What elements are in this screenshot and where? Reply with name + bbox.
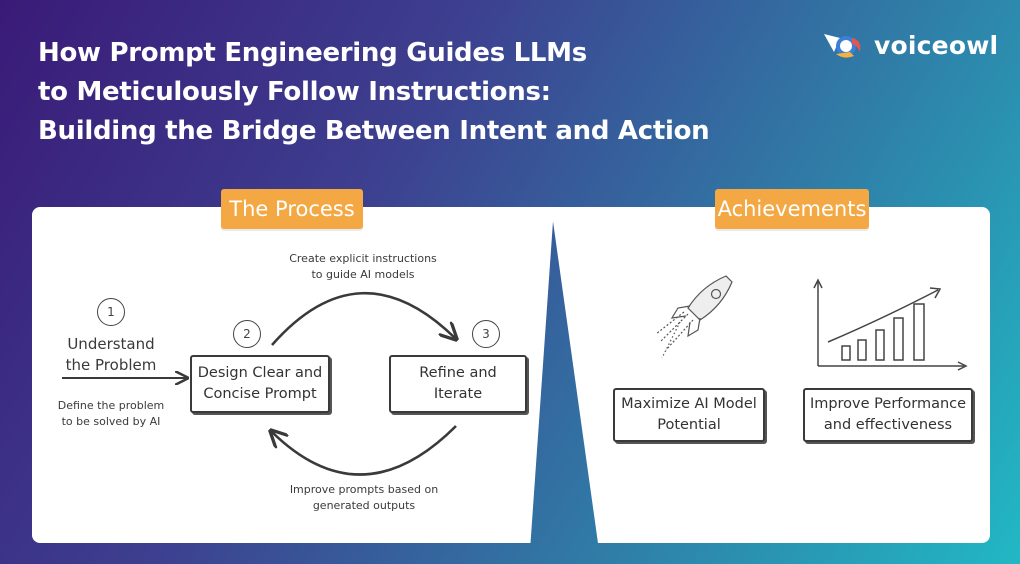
achievement-2-line-2: and effectiveness: [823, 417, 953, 433]
growth-bar-1: [841, 345, 851, 361]
title-line-2: to Meticulously Follow Instructions:: [38, 77, 551, 107]
step-1-title-line-2: the Problem: [65, 356, 157, 374]
step-2-line-1: Design Clear and: [197, 365, 323, 381]
top-note-line-2: to guide AI models: [311, 268, 415, 281]
achievement-2-line-1: Improve Performance: [809, 396, 967, 412]
bottom-arrow-note: Improve prompts based on generated outpu…: [284, 482, 444, 514]
rocket-icon: [655, 275, 733, 359]
growth-bar-3: [875, 329, 885, 361]
brand-logo[interactable]: voiceowl: [822, 30, 998, 60]
growth-bar-4: [893, 317, 904, 361]
step-2-number: 2: [233, 320, 261, 348]
step-1-title-line-1: Understand: [67, 335, 155, 353]
step-3-line-1: Refine and: [419, 365, 497, 381]
owl-logo-icon: [824, 34, 861, 58]
achievement-2-box: Improve Performance and effectiveness: [803, 388, 973, 442]
step-3-number: 3: [472, 320, 500, 348]
bottom-note-line-1: Improve prompts based on: [289, 483, 439, 496]
step-3-box: Refine and Iterate: [389, 355, 527, 413]
top-cycle-arrow: [271, 291, 455, 346]
top-arrow-note: Create explicit instructions to guide AI…: [278, 251, 448, 283]
achievements-label: Achievements: [715, 189, 869, 229]
achievement-1-box: Maximize AI Model Potential: [613, 388, 765, 442]
process-label: The Process: [221, 189, 363, 229]
achievement-1-line-1: Maximize AI Model: [621, 396, 757, 412]
bottom-note-line-2: generated outputs: [312, 499, 416, 512]
step-1-description-line-1: Define the problem: [57, 399, 165, 412]
step-1-description-line-2: to be solved by AI: [61, 415, 161, 428]
bottom-cycle-arrow: [272, 425, 457, 476]
logo-text: voiceowl: [874, 30, 999, 60]
growth-bar-5: [913, 303, 925, 361]
top-note-line-1: Create explicit instructions: [289, 252, 437, 265]
step-2-line-2: Concise Prompt: [203, 386, 317, 402]
step-1-number: 1: [97, 298, 125, 326]
step-1-title: Understand the Problem: [52, 334, 170, 376]
title-line-1: How Prompt Engineering Guides LLMs: [38, 38, 587, 68]
step-2-box: Design Clear and Concise Prompt: [190, 355, 330, 413]
achievements-panel: [551, 207, 990, 543]
step-3-line-2: Iterate: [433, 386, 483, 402]
growth-chart-icon: [813, 278, 968, 371]
achievement-1-line-2: Potential: [657, 417, 721, 433]
growth-bar-2: [857, 339, 867, 361]
step-1-description: Define the problem to be solved by AI: [46, 398, 176, 430]
title-line-3: Building the Bridge Between Intent and A…: [38, 116, 710, 146]
page-title: How Prompt Engineering Guides LLMs to Me…: [38, 34, 710, 151]
